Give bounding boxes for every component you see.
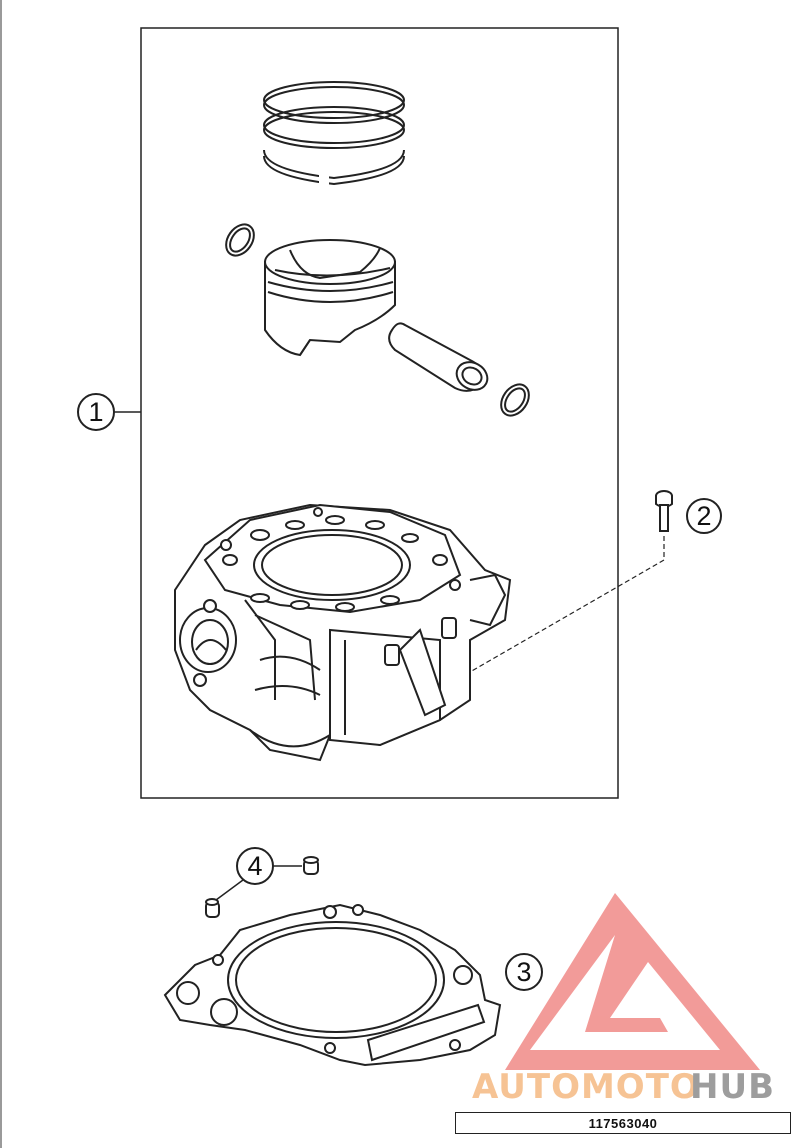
callout-3-label: 3 [516, 957, 531, 987]
base-gasket [163, 903, 502, 1067]
callout-2-label: 2 [696, 501, 711, 531]
piston-pin [388, 322, 489, 392]
page-left-border [0, 0, 2, 1148]
piston-pin-circlip-right [500, 383, 530, 417]
piston-pin-circlip-left [225, 223, 255, 257]
automotohub-logo: AUTOMOTO HUB [472, 893, 775, 1107]
cylinder [174, 503, 512, 762]
piston-rings [263, 81, 405, 186]
logo-triangle [505, 893, 760, 1070]
dowel-pin-lower [205, 898, 220, 918]
part-number-box: 117563040 [455, 1112, 791, 1134]
logo-text-automoto: AUTOMOTO [472, 1067, 700, 1107]
callout-4-label: 4 [247, 851, 262, 881]
screw-leader-line [469, 536, 665, 673]
piston [264, 239, 396, 357]
callout-1-label: 1 [88, 397, 103, 427]
dowel-pin-upper [303, 856, 319, 875]
callout-3: 3 [505, 953, 543, 991]
callout-1: 1 [77, 393, 141, 431]
part-number: 117563040 [588, 1115, 658, 1131]
screw [655, 490, 673, 532]
callout-2: 2 [686, 498, 722, 534]
callout-4: 4 [215, 847, 302, 901]
kit-frame [140, 27, 619, 799]
logo-text-hub: HUB [690, 1067, 775, 1107]
